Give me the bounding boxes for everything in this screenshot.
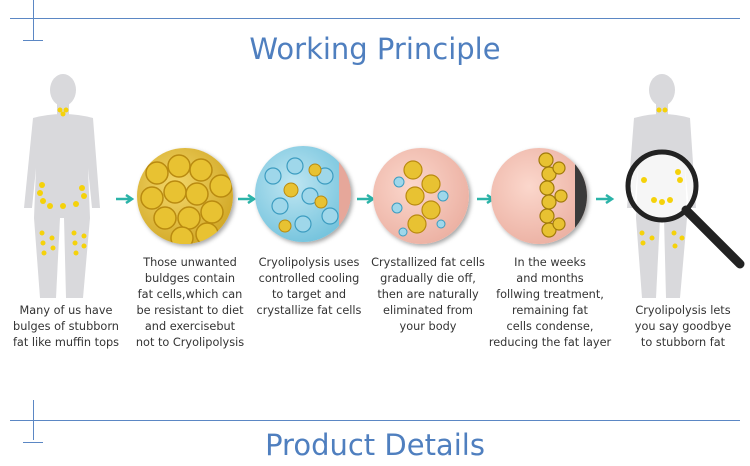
caption-line: not to Cryolipolysis <box>135 336 245 349</box>
caption-line: Cryolipolysis uses <box>258 256 360 269</box>
caption-line: reducing the fat layer <box>488 336 612 349</box>
caption-line: you say goodbye <box>634 320 732 333</box>
arrow-right-icon <box>596 194 615 204</box>
caption-line: Cryolipolysis lets <box>635 304 731 317</box>
step-caption: In the weeks and months follwing treatme… <box>486 255 614 351</box>
top-divider <box>10 18 740 19</box>
arrow-right-icon <box>238 194 257 204</box>
body-before-illustration <box>24 74 100 298</box>
caption-line: buldges contain <box>144 272 236 285</box>
fat-cells-circle <box>137 148 233 244</box>
caption-line: fat cells,which can <box>137 288 243 301</box>
caption-line: controlled cooling <box>258 272 360 285</box>
caption-line: to target and <box>271 288 347 301</box>
caption-line: your body <box>399 320 457 333</box>
corner-mark <box>23 442 43 443</box>
caption-line: Those unwanted <box>143 256 237 269</box>
body-after-illustration <box>625 74 745 298</box>
bottom-divider <box>10 420 740 421</box>
caption-line: eliminated from <box>383 304 473 317</box>
page-title: Working Principle <box>249 32 501 66</box>
caption-line: and exercisebut <box>144 320 236 333</box>
caption-line: crystallize fat cells <box>256 304 362 317</box>
caption-line: be resistant to diet <box>136 304 244 317</box>
step-caption: Crystallized fat cells gradually die off… <box>366 255 490 335</box>
step-caption: Cryolipolysis uses controlled cooling to… <box>250 255 368 319</box>
caption-line: gradually die off, <box>380 272 476 285</box>
step-caption: Cryolipolysis lets you say goodbye to st… <box>616 303 750 351</box>
corner-mark <box>33 400 34 440</box>
step-caption: Many of us have bulges of stubborn fat l… <box>0 303 132 351</box>
caption-line: then are naturally <box>377 288 479 301</box>
condensed-cells-circle <box>491 148 587 244</box>
caption-line: bulges of stubborn <box>13 320 119 333</box>
caption-line: follwing treatment, <box>496 288 604 301</box>
caption-line: and months <box>516 272 584 285</box>
caption-line: In the weeks <box>514 256 586 269</box>
step-caption: Those unwanted buldges contain fat cells… <box>126 255 254 351</box>
dying-cells-circle <box>373 148 469 244</box>
caption-line: Crystallized fat cells <box>371 256 485 269</box>
caption-line: Many of us have <box>19 304 113 317</box>
arrow-right-icon <box>116 194 135 204</box>
caption-line: fat like muffin tops <box>12 336 120 349</box>
corner-mark <box>23 40 43 41</box>
corner-mark <box>33 0 34 40</box>
cooling-circle <box>255 146 351 242</box>
caption-line: remaining fat <box>512 304 588 317</box>
caption-line: cells condense, <box>506 320 594 333</box>
section-title: Product Details <box>265 428 485 462</box>
caption-line: to stubborn fat <box>640 336 726 349</box>
